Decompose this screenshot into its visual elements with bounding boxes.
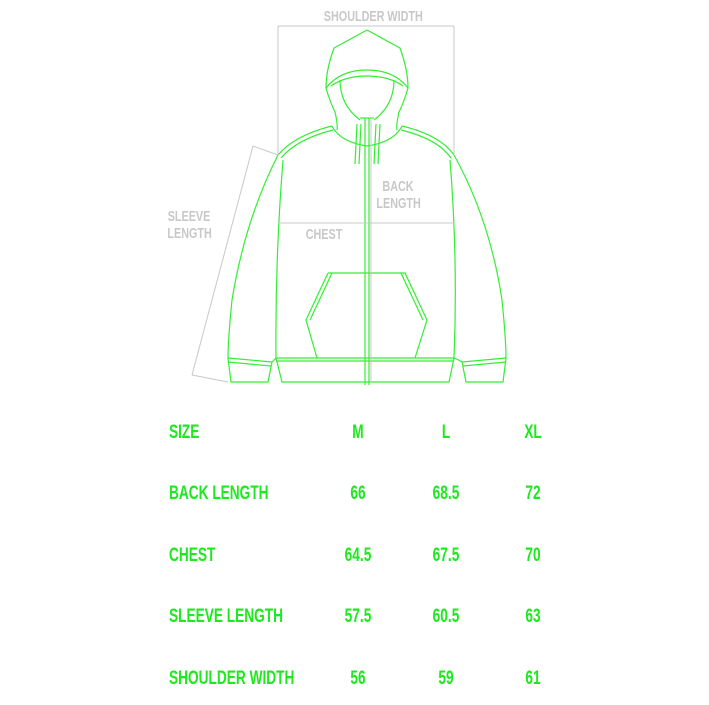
- sleeve-length-label-line1: SLEEVE: [167, 208, 211, 225]
- cell-m: 66: [350, 483, 366, 504]
- cell-m: 56: [350, 668, 366, 689]
- cell-l: 59: [438, 668, 454, 689]
- row-label: CHEST: [169, 545, 216, 566]
- measurement-lines: [191, 25, 455, 383]
- back-length-label-line1: BACK: [382, 178, 414, 195]
- chest-label: CHEST: [305, 226, 343, 243]
- row-label: SLEEVE LENGTH: [169, 606, 284, 627]
- sleeve-length-line: [191, 145, 279, 383]
- sleeve-length-label-line2: LENGTH: [167, 225, 212, 242]
- shoulder-width-line: [277, 25, 455, 155]
- row-label: SHOULDER WIDTH: [169, 668, 295, 689]
- back-length-label-line2: LENGTH: [376, 195, 421, 212]
- cell-l: 68.5: [432, 483, 460, 504]
- shoulder-width-label: SHOULDER WIDTH: [323, 8, 423, 25]
- header-xl: XL: [524, 422, 542, 443]
- cell-xl: 70: [525, 545, 541, 566]
- row-label: BACK LENGTH: [169, 483, 269, 504]
- hoodie-outline: [227, 29, 507, 385]
- header-size: SIZE: [169, 422, 200, 443]
- cell-l: 60.5: [432, 606, 460, 627]
- cell-m: 64.5: [344, 545, 372, 566]
- cell-m: 57.5: [344, 606, 372, 627]
- cell-xl: 63: [525, 606, 541, 627]
- cell-l: 67.5: [432, 545, 460, 566]
- hoodie-diagram: [191, 25, 507, 385]
- cell-xl: 72: [525, 483, 541, 504]
- header-l: L: [441, 422, 451, 443]
- header-m: M: [352, 422, 364, 443]
- cell-xl: 61: [525, 668, 541, 689]
